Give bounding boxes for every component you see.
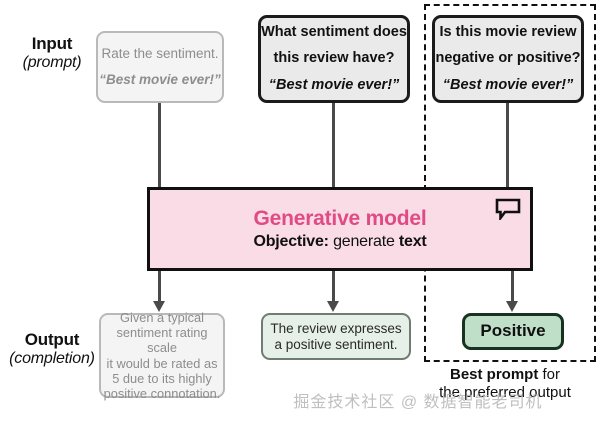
output-box-2[interactable]: The review expresses a positive sentimen…	[261, 313, 411, 360]
caption-rest-2: the preferred output	[439, 384, 571, 401]
connector-prompt-1-to-model	[158, 103, 161, 188]
output-row-subtitle: (completion)	[9, 349, 95, 367]
prompt-1-quote: “Best movie ever!”	[99, 72, 221, 87]
objective-value-mid: generate	[328, 233, 399, 250]
speech-bubble-icon	[495, 198, 521, 220]
prompt-1-instruction: Rate the sentiment.	[101, 46, 219, 62]
connector-prompt-3-to-model	[506, 103, 509, 188]
output-box-3[interactable]: Positive	[462, 313, 564, 350]
generative-model-box[interactable]: Generative model Objective: generate tex…	[147, 187, 533, 271]
caption-rest-1: for	[538, 366, 561, 383]
output-row-title: Output	[24, 330, 80, 349]
output-row-label: Output (completion)	[0, 330, 104, 368]
prompt-2-quote: “Best movie ever!”	[268, 76, 400, 93]
input-row-title: Input	[31, 34, 73, 53]
objective-label: Objective:	[253, 233, 329, 250]
prompt-2-instruction-line-1: What sentiment does	[261, 24, 407, 41]
output-1-line-2: sentiment rating scale	[116, 325, 208, 356]
connector-prompt-2-to-model	[332, 103, 335, 188]
best-prompt-caption: Best prompt for the preferred output	[410, 366, 600, 402]
prompt-box-3[interactable]: Is this movie review negative or positiv…	[432, 15, 584, 103]
output-3-line-1: Positive	[480, 321, 546, 341]
output-1-line-4: 5 due to its highly	[112, 370, 212, 386]
generative-model-title: Generative model	[253, 207, 427, 230]
output-1-line-5: positive connotation.	[103, 385, 221, 401]
caption-bold-lead: Best prompt	[449, 366, 539, 383]
prompt-3-instruction-line-2: negative or positive?	[435, 50, 581, 67]
input-row-subtitle: (prompt)	[22, 53, 82, 71]
prompt-3-instruction-line-1: Is this movie review	[439, 24, 577, 41]
output-2-line-1: The review expresses	[270, 320, 402, 336]
objective-value-end: text	[398, 233, 427, 250]
output-1-line-3: it would be rated as	[106, 355, 218, 371]
generative-model-objective: Objective: generate text	[253, 233, 426, 251]
input-row-label: Input (prompt)	[4, 34, 100, 72]
output-1-line-1: Given a typical	[120, 310, 204, 326]
prompt-box-2[interactable]: What sentiment does this review have? “B…	[258, 15, 410, 103]
output-2-line-2: a positive sentiment.	[274, 336, 398, 352]
prompt-3-quote: “Best movie ever!”	[442, 76, 574, 93]
prompt-box-1[interactable]: Rate the sentiment. “Best movie ever!”	[96, 31, 224, 103]
output-box-1[interactable]: Given a typical sentiment rating scale i…	[99, 310, 225, 401]
prompt-2-instruction-line-2: this review have?	[273, 50, 395, 67]
